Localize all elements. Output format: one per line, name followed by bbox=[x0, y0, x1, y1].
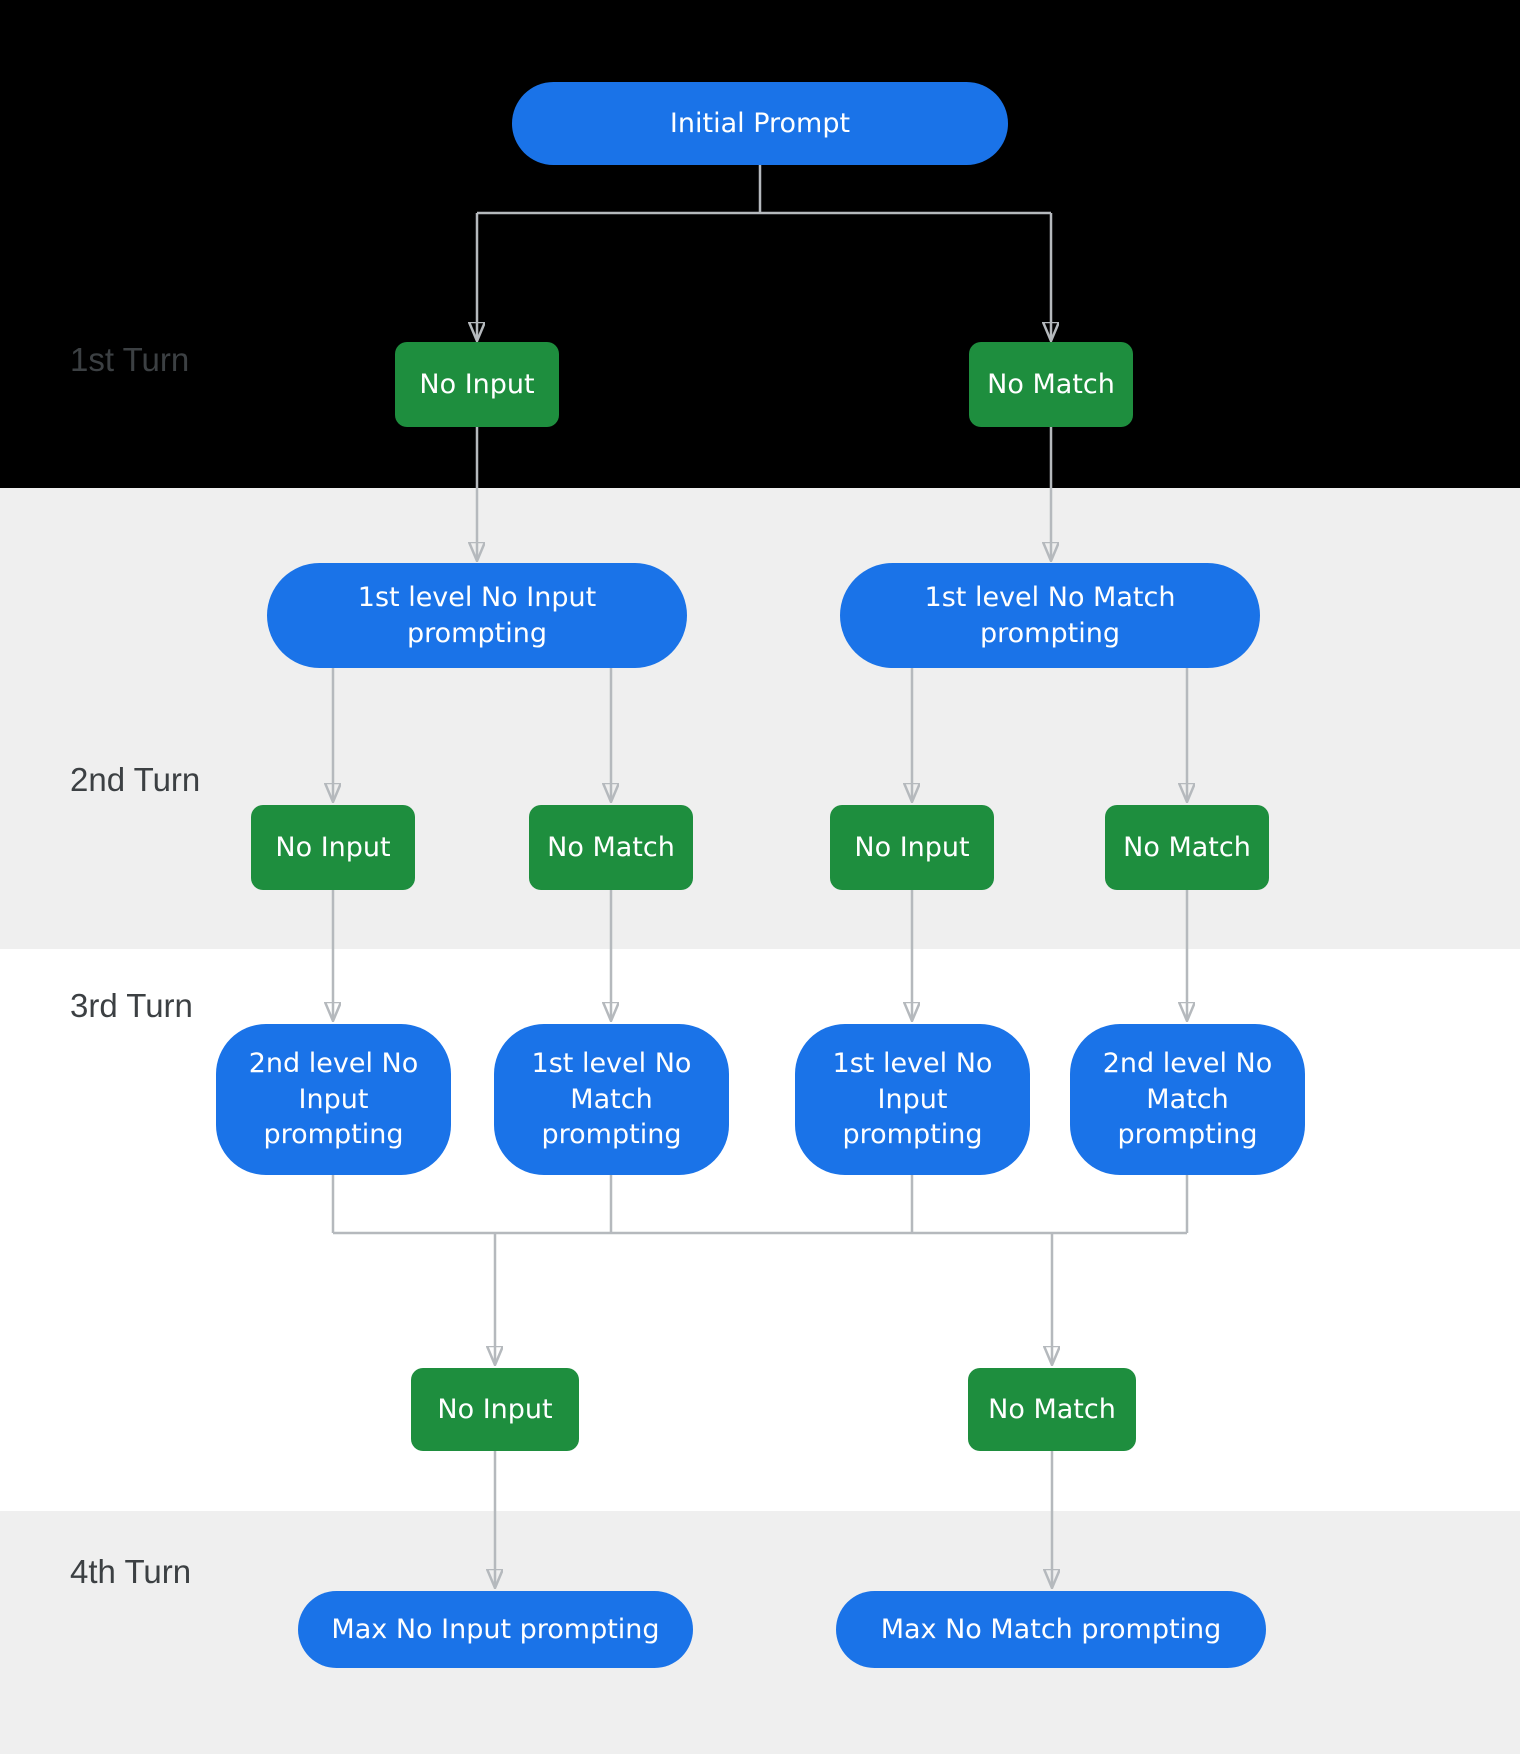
level1-no-input-prompting-node-2: 1st level No Input prompting bbox=[795, 1024, 1030, 1175]
turn1-no-match-node: No Match bbox=[969, 342, 1133, 427]
turn2-no-match-node-1: No Match bbox=[529, 805, 693, 890]
band-turn-4 bbox=[0, 1511, 1520, 1754]
max-no-match-prompting-node: Max No Match prompting bbox=[836, 1591, 1266, 1668]
turn-label-2: 2nd Turn bbox=[70, 761, 201, 798]
band-turn-1 bbox=[0, 0, 1520, 488]
turn3-no-match-node: No Match bbox=[968, 1368, 1136, 1451]
turn2-no-input-node-2: No Input bbox=[830, 805, 994, 890]
level2-no-match-prompting-node: 2nd level No Match prompting bbox=[1070, 1024, 1305, 1175]
turn1-no-input-node: No Input bbox=[395, 342, 559, 427]
level2-no-input-prompting-node: 2nd level No Input prompting bbox=[216, 1024, 451, 1175]
turn-label-3: 3rd Turn bbox=[70, 987, 193, 1024]
turn3-no-input-node: No Input bbox=[411, 1368, 579, 1451]
level1-no-match-prompting-node: 1st level No Match prompting bbox=[840, 563, 1260, 668]
turn2-no-match-node-2: No Match bbox=[1105, 805, 1269, 890]
level1-no-input-prompting-node: 1st level No Input prompting bbox=[267, 563, 687, 668]
turn2-no-input-node-1: No Input bbox=[251, 805, 415, 890]
turn-label-4: 4th Turn bbox=[70, 1553, 192, 1590]
max-no-input-prompting-node: Max No Input prompting bbox=[298, 1591, 693, 1668]
level1-no-match-prompting-node-2: 1st level No Match prompting bbox=[494, 1024, 729, 1175]
turn-label-1: 1st Turn bbox=[70, 341, 190, 378]
initial-prompt-node: Initial Prompt bbox=[512, 82, 1008, 165]
